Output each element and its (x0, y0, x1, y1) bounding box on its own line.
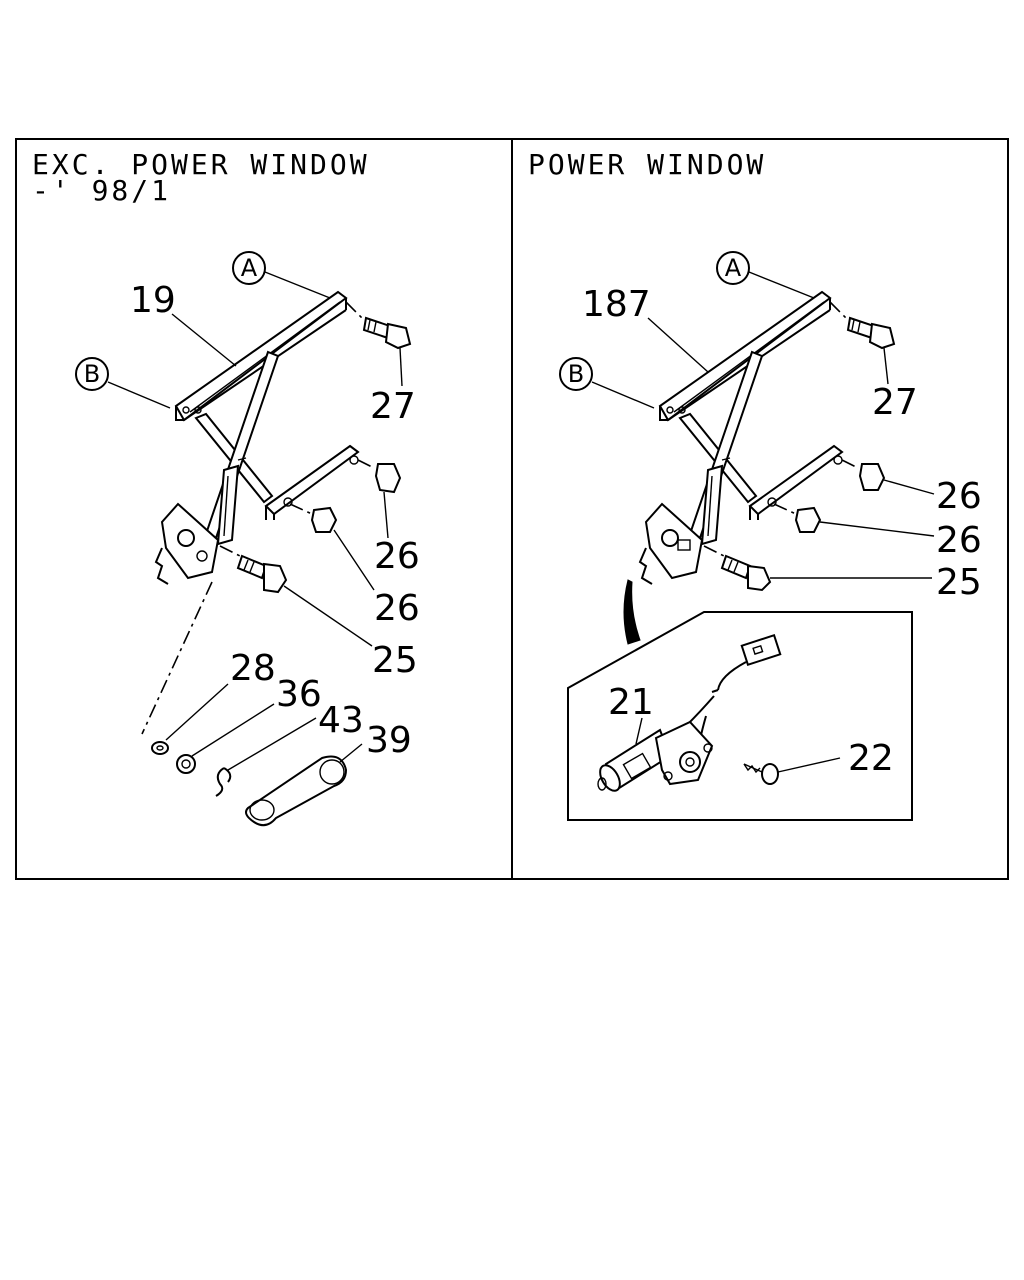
left-label-regulator: 19 (130, 280, 176, 321)
left-clip-43 (215, 717, 317, 797)
right-nut-26-lower (773, 503, 935, 537)
left-spacer-36 (176, 703, 275, 774)
left-label-handle: 39 (366, 720, 412, 761)
right-label-nut-upper: 26 (936, 476, 982, 517)
right-panel: POWER WINDOW A B (528, 148, 982, 821)
left-label-washer: 28 (230, 648, 276, 689)
right-circle-a: A (716, 251, 815, 299)
left-nut-26-upper (357, 459, 402, 539)
left-label-bolt-top: 27 (370, 386, 416, 427)
svg-text:B: B (84, 360, 100, 388)
svg-text:B: B (568, 360, 584, 388)
right-bolt-27 (829, 301, 896, 385)
right-motor-21 (597, 633, 782, 792)
left-label-nut-lower: 26 (374, 588, 420, 629)
left-label-spacer: 36 (276, 674, 322, 715)
right-label-motor: 21 (608, 682, 654, 723)
left-nut-26-lower (289, 503, 375, 591)
detail-pointer-arrow (623, 579, 641, 645)
right-label-regulator: 187 (582, 284, 651, 325)
left-label-nut-upper: 26 (374, 536, 420, 577)
right-circle-b: B (559, 357, 655, 409)
right-bolt-25 (703, 545, 932, 592)
right-label-screw: 22 (848, 738, 894, 779)
left-washer-28 (151, 683, 229, 755)
right-title-line1: POWER WINDOW (528, 148, 766, 181)
left-handle-39 (245, 743, 363, 827)
right-screw-22 (743, 757, 841, 785)
left-bolt-27 (345, 301, 412, 387)
left-assembly-line (141, 581, 213, 735)
right-nut-26-upper (841, 459, 935, 495)
left-panel: EXC. POWER WINDOW -' 98/1 A B (32, 148, 420, 827)
left-circle-a: A (232, 251, 331, 299)
svg-text:A: A (241, 254, 258, 282)
left-bolt-25 (219, 545, 373, 647)
right-label-bolt-bottom: 25 (936, 562, 982, 603)
left-window-regulator (154, 290, 360, 585)
left-label-bolt-bottom: 25 (372, 640, 418, 681)
motor-detail-box (567, 611, 913, 821)
left-circle-b: B (75, 357, 171, 409)
left-label-clip: 43 (318, 700, 364, 741)
right-label-bolt-top: 27 (872, 382, 918, 423)
left-title-line1: EXC. POWER WINDOW (32, 148, 370, 181)
right-label-nut-lower: 26 (936, 520, 982, 561)
left-title-line2: -' 98/1 (32, 174, 171, 207)
svg-text:A: A (725, 254, 742, 282)
right-window-regulator (638, 290, 844, 585)
